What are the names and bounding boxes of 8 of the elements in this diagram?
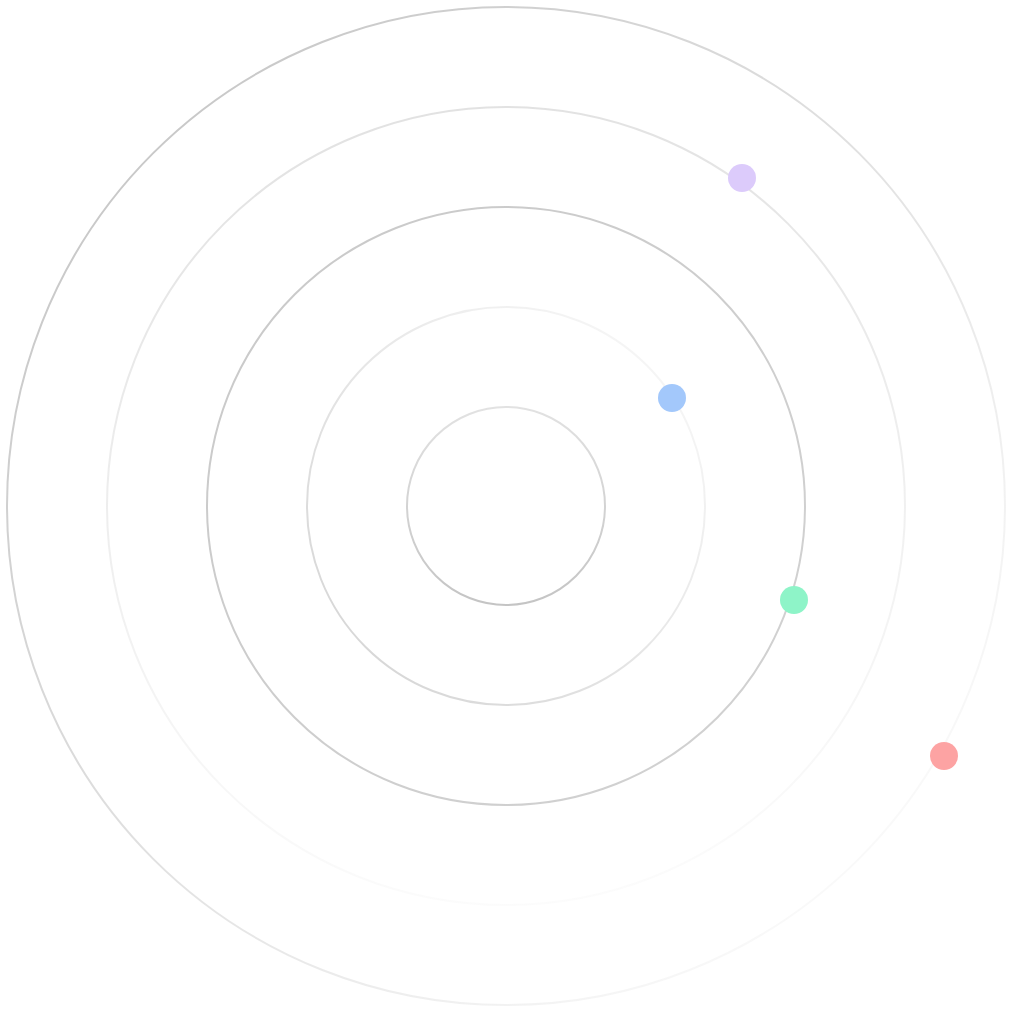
orbit-ring [206,206,806,806]
orbit-dot [728,164,756,192]
orbit-ring [6,6,1006,1006]
orbit-ring [306,306,706,706]
orbit-dot [658,384,686,412]
orbit-ring [406,406,606,606]
orbit-dot [930,742,958,770]
orbit-dot [780,586,808,614]
